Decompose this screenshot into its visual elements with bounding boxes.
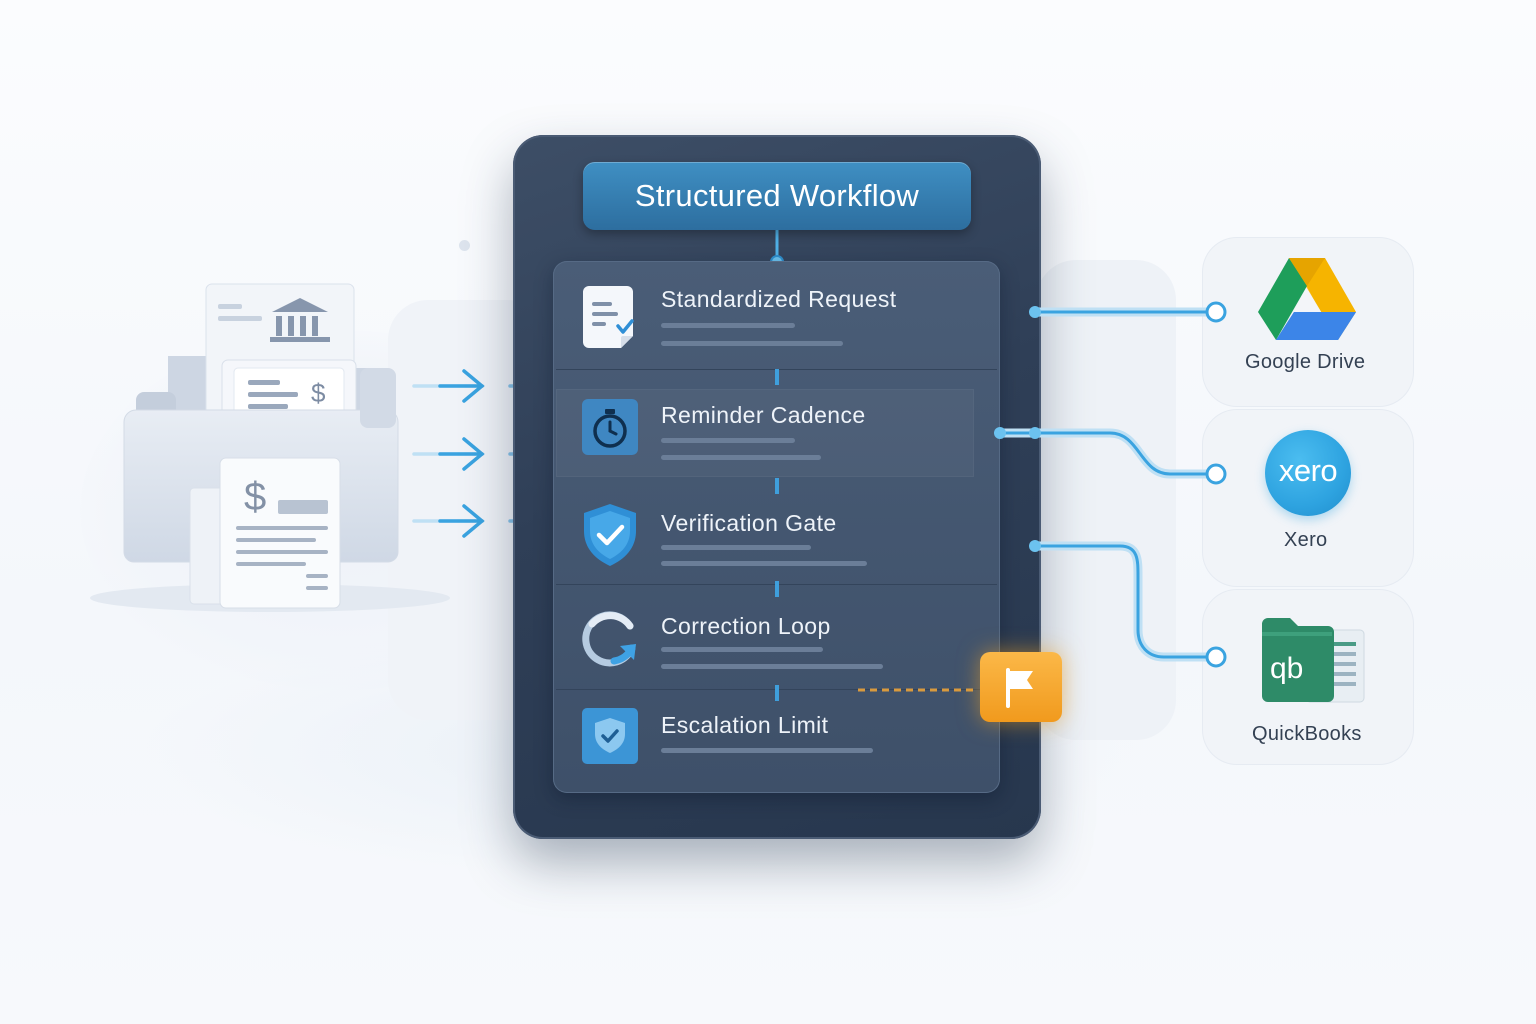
quickbooks-logo-text: qb bbox=[1270, 652, 1304, 685]
shield-check-icon bbox=[584, 504, 636, 566]
refresh-icon bbox=[582, 611, 636, 667]
quickbooks-logo-icon bbox=[1262, 618, 1365, 703]
svg-text:$: $ bbox=[244, 475, 266, 519]
step-detail-line bbox=[661, 341, 843, 346]
step-detail-line bbox=[661, 545, 811, 550]
step-label: Verification Gate bbox=[661, 510, 837, 536]
invoice-document-icon: $ bbox=[189, 457, 341, 609]
step-label: Escalation Limit bbox=[661, 712, 829, 738]
integration-label: Xero bbox=[1284, 529, 1328, 551]
step-escalation-limit[interactable]: Escalation Limit bbox=[556, 702, 997, 788]
shield-check-small-icon bbox=[582, 708, 638, 764]
workflow-title: Structured Workflow bbox=[583, 162, 971, 230]
decorative-dot bbox=[459, 240, 470, 251]
step-detail-line bbox=[661, 561, 867, 566]
step-detail-line bbox=[661, 748, 873, 753]
document-folder-illustration: $ $ bbox=[90, 283, 450, 612]
integration-label: Google Drive bbox=[1245, 351, 1366, 373]
step-label: Correction Loop bbox=[661, 613, 831, 639]
step-standardized-request[interactable]: Standardized Request bbox=[556, 264, 997, 370]
step-detail-line bbox=[661, 455, 821, 460]
integration-connectors bbox=[994, 301, 1227, 668]
google-drive-icon bbox=[1258, 258, 1356, 340]
step-detail-line bbox=[661, 323, 795, 328]
escalation-connector bbox=[858, 688, 976, 692]
dollar-document-icon: $ bbox=[221, 359, 357, 423]
svg-text:$: $ bbox=[311, 378, 326, 408]
xero-logo-text: xero bbox=[1278, 453, 1338, 488]
step-detail-line bbox=[661, 647, 823, 652]
step-detail-line bbox=[661, 438, 795, 443]
step-connectors bbox=[775, 369, 779, 701]
step-label: Reminder Cadence bbox=[661, 402, 866, 428]
flag-icon[interactable] bbox=[980, 652, 1062, 722]
xero-logo-icon: xero bbox=[1265, 430, 1351, 516]
step-correction-loop[interactable]: Correction Loop bbox=[556, 600, 997, 690]
step-detail-line bbox=[661, 664, 883, 669]
step-label: Standardized Request bbox=[661, 286, 897, 312]
step-reminder-cadence[interactable]: Reminder Cadence bbox=[556, 389, 974, 477]
integration-label: QuickBooks bbox=[1252, 723, 1362, 745]
document-check-icon bbox=[583, 286, 634, 348]
stopwatch-icon bbox=[582, 399, 638, 455]
